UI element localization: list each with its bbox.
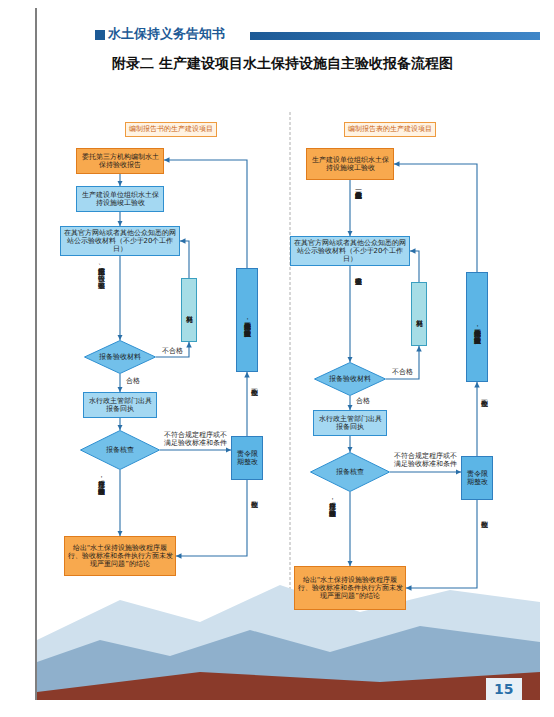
node-text: 按水土保持法第五十四条处罚，并责令其重新组织验收 — [241, 316, 253, 325]
mountain-band — [37, 626, 540, 700]
flow-arrow — [476, 382, 477, 456]
flow-arrow — [394, 164, 477, 272]
decision-diamond: 报备验收材料 — [314, 362, 386, 396]
edge-label: 合格 — [123, 377, 143, 385]
supplement-box: 补充材料 — [181, 278, 197, 342]
node-text: 生产建设单位组织水土保持设施竣工验收 — [307, 155, 393, 174]
diamond-shape — [311, 453, 390, 492]
node-text: 补充材料 — [413, 313, 425, 315]
penalty-box: 责令限期整改 — [461, 456, 493, 500]
diagram-title: 附录二 生产建设项目水土保持设施自主验收报备流程图 — [112, 55, 453, 73]
node-text: 水行政主管部门出具报备回执 — [84, 396, 156, 415]
flow-arrow — [349, 266, 350, 362]
flow-arrow — [164, 160, 247, 268]
node-text: 水行政主管部门出具报备回执 — [314, 414, 386, 433]
process-box: 给出“水土保持设施验收程序履行、验收标准和条件执行方面未发现严重问题”的结论 — [64, 536, 176, 576]
node-text: 编制报告表的生产建设项目 — [346, 124, 434, 134]
flow-arrow — [349, 436, 350, 452]
node-text: 给出“水土保持设施验收程序履行、验收标准和条件执行方面未发现严重问题”的结论 — [295, 575, 405, 602]
flow-arrow — [349, 492, 350, 566]
flow-arrow — [176, 480, 247, 556]
process-box: 在其官方网站或者其他公众知悉的网站公示验收材料（不少于20个工作日） — [290, 236, 410, 266]
project-type-box: 编制报告表的生产建设项目 — [344, 122, 436, 137]
node-text: 委托第三方机构编制水土保持验收报告 — [77, 152, 163, 171]
node-text: 生产建设单位组织水土保持设施竣工验收 — [77, 190, 163, 209]
diamond-shape — [81, 431, 160, 470]
header-text: 水土保持义务告知书 — [108, 25, 225, 43]
page-number-box — [486, 678, 522, 700]
flow-arrow — [156, 342, 189, 357]
process-box: 水行政主管部门出具报备回执 — [313, 410, 387, 436]
column-divider — [290, 112, 291, 600]
ground-band — [37, 672, 540, 700]
flow-arrow — [410, 251, 419, 282]
edge-label: 合格 — [353, 397, 373, 405]
process-box: 水行政主管部门出具报备回执 — [83, 392, 157, 418]
flow-arrow — [406, 500, 477, 588]
flow-arrow — [119, 256, 120, 340]
page-edge — [35, 8, 37, 700]
flow-arrow — [386, 346, 419, 379]
node-text: 责令限期整改 — [232, 449, 262, 468]
flow-arrow — [349, 180, 350, 236]
edge-label: 不符合规定程序或不满足验收标准和条件 — [161, 431, 229, 447]
edge-label: 符合规定程序，满足验收标准和条件 — [97, 475, 105, 482]
node-text: 在其官方网站或者其他公众知悉的网站公示验收材料（不少于20个工作日） — [291, 238, 409, 265]
diamond-shape — [85, 341, 156, 374]
flow-arrow — [390, 471, 461, 472]
header-bar — [95, 30, 105, 40]
node-text: 在其官方网站或者其他公众知悉的网站公示验收材料（不少于20个工作日） — [61, 228, 179, 255]
flow-arrow — [119, 418, 120, 430]
mountain-band — [37, 585, 540, 700]
edge-label: 不合格 — [388, 368, 416, 376]
node-text: 报备核查 — [104, 445, 136, 455]
flow-arrow — [246, 372, 247, 436]
node-text: 按水土保持法第五十四条处罚，并责令其重新组织验收 — [471, 323, 483, 332]
edge-label: 不符合规定程序或不满足验收标准和条件 — [391, 452, 459, 468]
decision-diamond: 报备核查 — [80, 430, 160, 470]
edge-label: 不合格 — [158, 347, 186, 355]
penalty-box: 按水土保持法第五十四条处罚，并责令其重新组织验收 — [466, 272, 488, 382]
decision-diamond: 报备验收材料 — [84, 340, 156, 374]
project-type-box: 编制报告书的生产建设项目 — [125, 122, 217, 137]
node-text: 报备核查 — [334, 467, 366, 477]
node-text: 责令限期整改 — [462, 469, 492, 488]
process-box: 委托第三方机构编制水土保持验收报告 — [76, 148, 164, 174]
node-text: 报备验收材料 — [327, 374, 373, 384]
penalty-box: 按水土保持法第五十四条处罚，并责令其重新组织验收 — [236, 268, 258, 372]
edge-label: 符合规定程序，满足验收标准和条件 — [328, 497, 336, 504]
node-text: 补充材料 — [183, 309, 195, 311]
supplement-box: 补充材料 — [411, 282, 427, 346]
node-text: 报备验收材料 — [97, 352, 143, 362]
process-box: 给出“水土保持设施验收程序履行、验收标准和条件执行方面未发现严重问题”的结论 — [294, 566, 406, 610]
edge-label: 提交监测总结报告、验收报告、验收鉴定书 — [97, 262, 105, 276]
diamond-shape — [315, 363, 386, 396]
penalty-box: 责令限期整改 — [231, 436, 263, 480]
process-box: 生产建设单位组织水土保持设施竣工验收 — [306, 148, 394, 180]
node-text: 编制报告书的生产建设项目 — [127, 124, 215, 134]
node-text: 给出“水土保持设施验收程序履行、验收标准和条件执行方面未发现严重问题”的结论 — [65, 543, 175, 570]
decision-diamond: 报备核查 — [310, 452, 390, 492]
flow-arrow — [119, 174, 120, 186]
header-bar — [250, 32, 540, 40]
page-number: 15 — [494, 681, 513, 697]
flow-arrow — [119, 374, 120, 392]
process-box: 在其官方网站或者其他公众知悉的网站公示验收材料（不少于20个工作日） — [60, 226, 180, 256]
process-box: 生产建设单位组织水土保持设施竣工验收 — [76, 186, 164, 212]
flow-arrow — [180, 241, 189, 278]
flow-arrow — [119, 212, 120, 226]
flow-arrow — [160, 449, 231, 450]
flow-arrow — [119, 470, 120, 536]
flow-arrow — [349, 396, 350, 410]
